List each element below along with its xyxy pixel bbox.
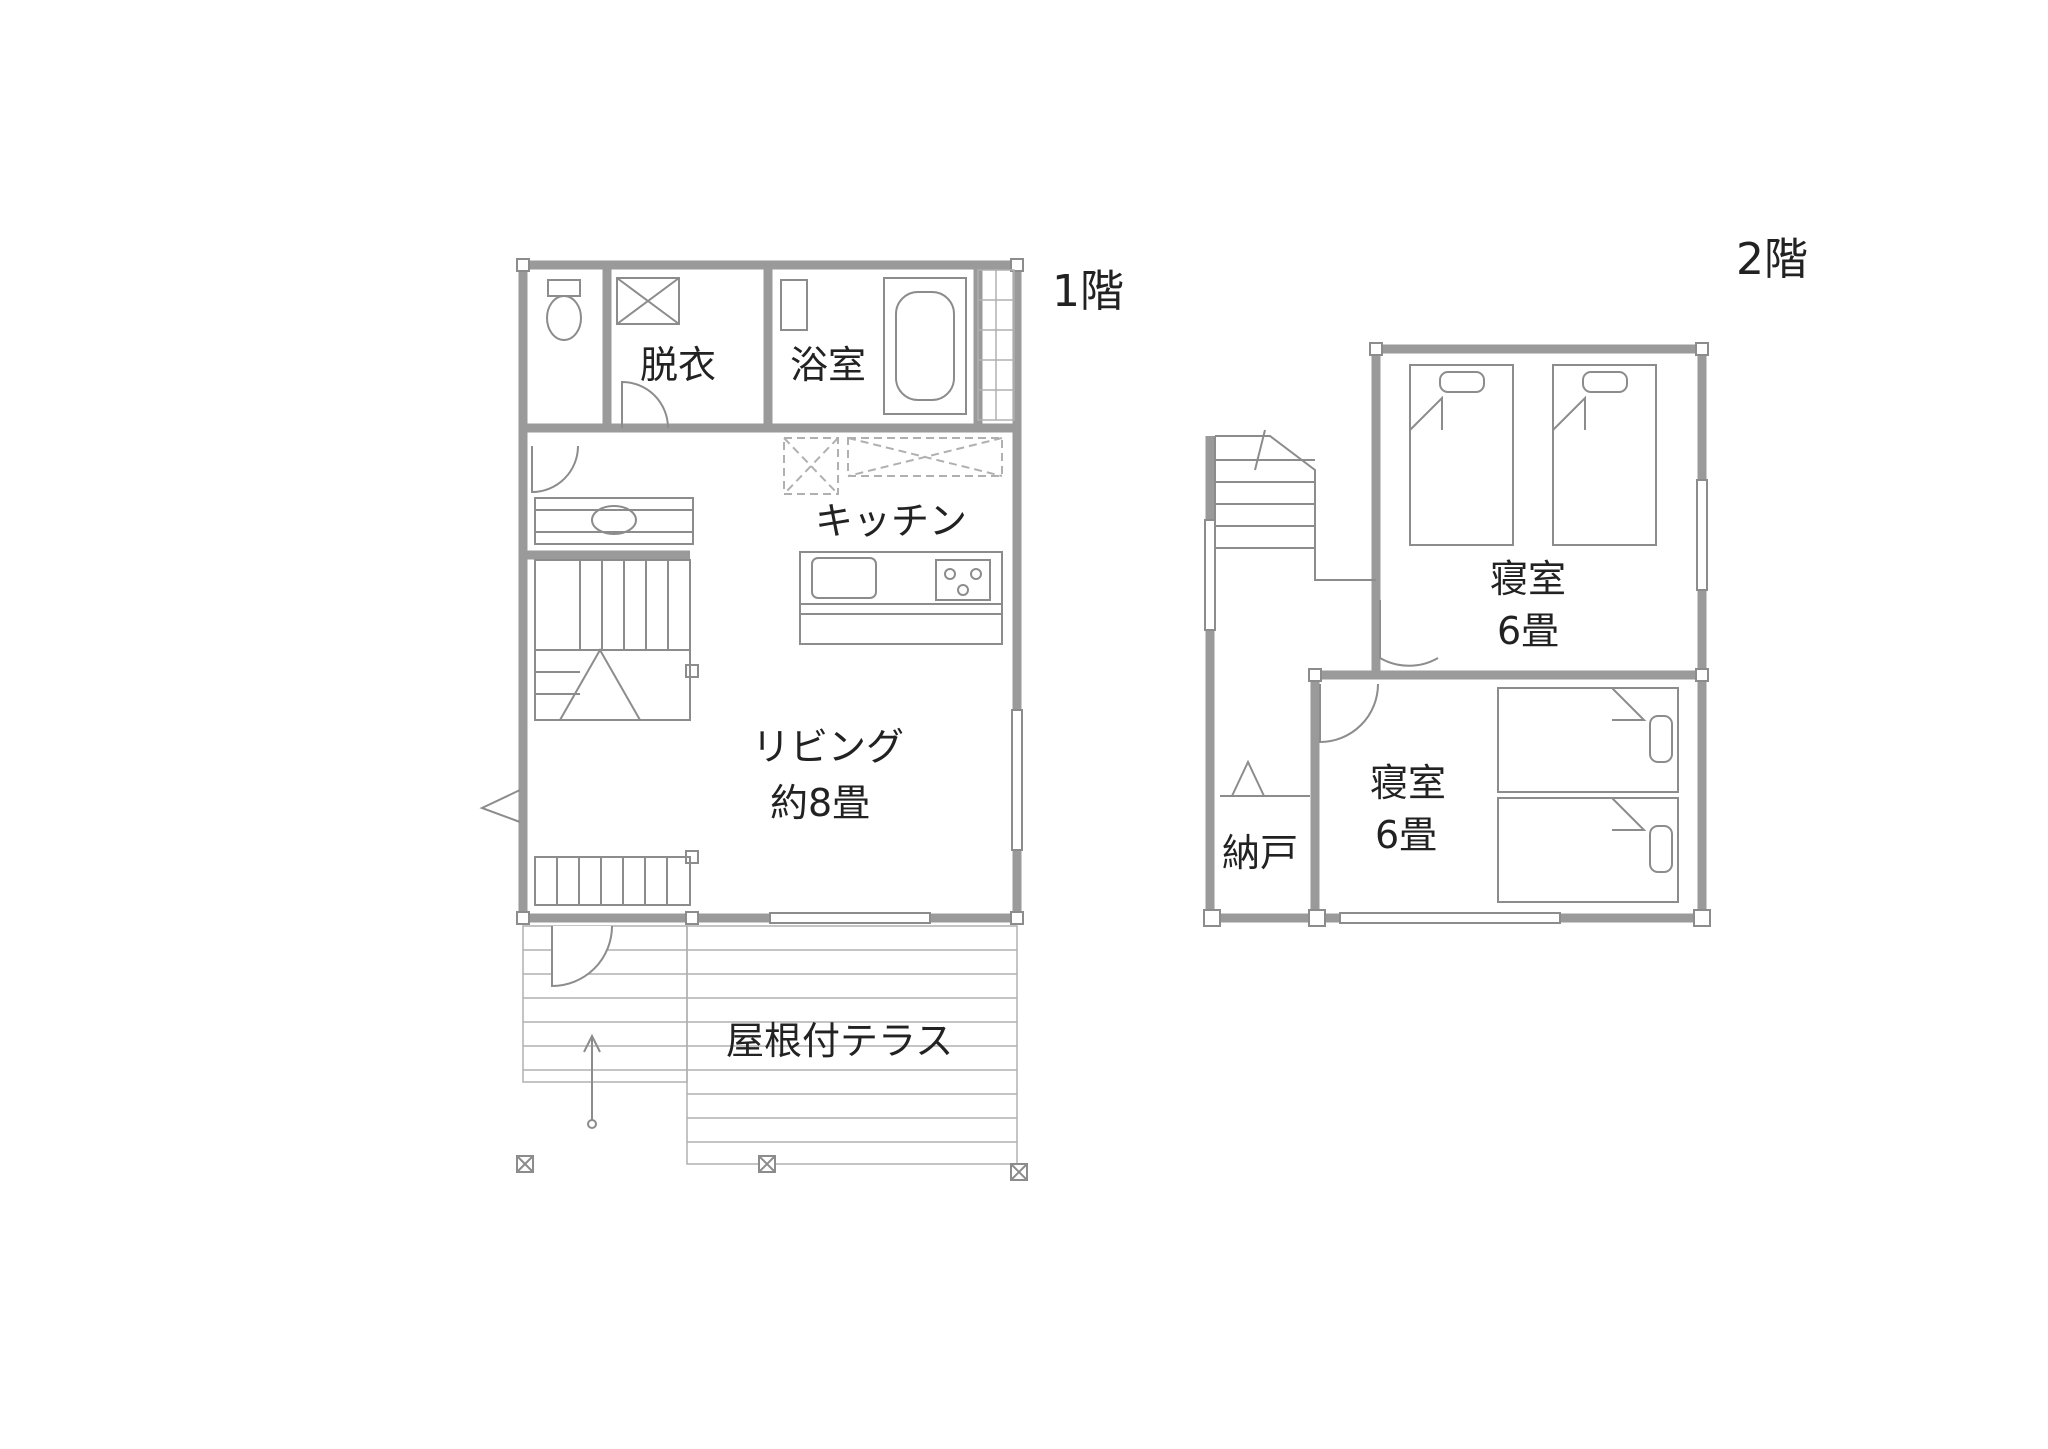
floor-2-stairs [1214, 429, 1376, 581]
bath-tiles [977, 269, 1015, 421]
living-size-label: 約8畳 [770, 781, 870, 825]
bed-1 [1409, 364, 1514, 546]
floor-2-title: 2階 [1736, 234, 1808, 285]
bathtub [883, 277, 967, 415]
terrace-label: 屋根付テラス [726, 1019, 953, 1063]
bed-2 [1552, 364, 1657, 546]
floor-1-stairs [534, 559, 691, 721]
toilet-fixture [546, 279, 582, 341]
kitchen-counter [799, 551, 1003, 645]
floor-1-plan: 1階 脱衣 浴室 キッチン リビング 約8畳 屋根付テラス [479, 258, 1124, 1181]
kitchen-cabinets [783, 437, 1003, 495]
entry-door [531, 445, 579, 494]
floor-2-columns [1203, 342, 1711, 927]
bedroom-1-door [1379, 600, 1439, 667]
bedroom-2-size-label: 6畳 [1375, 813, 1437, 857]
floor-2-plan: 2階 寝室 6畳 寝室 6畳 納戸 [1203, 234, 1808, 927]
datsui-door [621, 380, 669, 429]
kitchen-label: キッチン [815, 499, 967, 543]
floor-1-windows [769, 709, 1023, 924]
bedroom-2-name-label: 寝室 [1370, 761, 1446, 805]
bath-label: 浴室 [790, 343, 866, 387]
living-name-label: リビング [752, 725, 904, 769]
storage-fixture [1220, 759, 1310, 797]
bedroom-1-size-label: 6畳 [1497, 609, 1559, 653]
terrace-deck [522, 925, 1018, 1165]
floor-2-walls [1205, 344, 1707, 923]
bath-counter [780, 279, 808, 331]
washbasin [534, 497, 694, 545]
floor-2-windows [1204, 479, 1708, 924]
datsui-label: 脱衣 [640, 343, 716, 387]
floor-1-walls [518, 260, 1022, 923]
terrace-posts [516, 1155, 1028, 1181]
bedroom-2-door [1319, 683, 1379, 744]
floor-1-title: 1階 [1052, 266, 1124, 317]
bed-4 [1497, 797, 1679, 903]
terrace-door [551, 925, 613, 988]
washer-fixture [616, 277, 680, 325]
living-steps [534, 856, 691, 906]
storage-label: 納戸 [1222, 831, 1298, 875]
floor-1-columns [516, 258, 1024, 925]
side-door [479, 789, 521, 823]
bedroom-1-name-label: 寝室 [1490, 557, 1566, 601]
bed-3 [1497, 687, 1679, 793]
entrance-arrow [583, 1033, 601, 1129]
